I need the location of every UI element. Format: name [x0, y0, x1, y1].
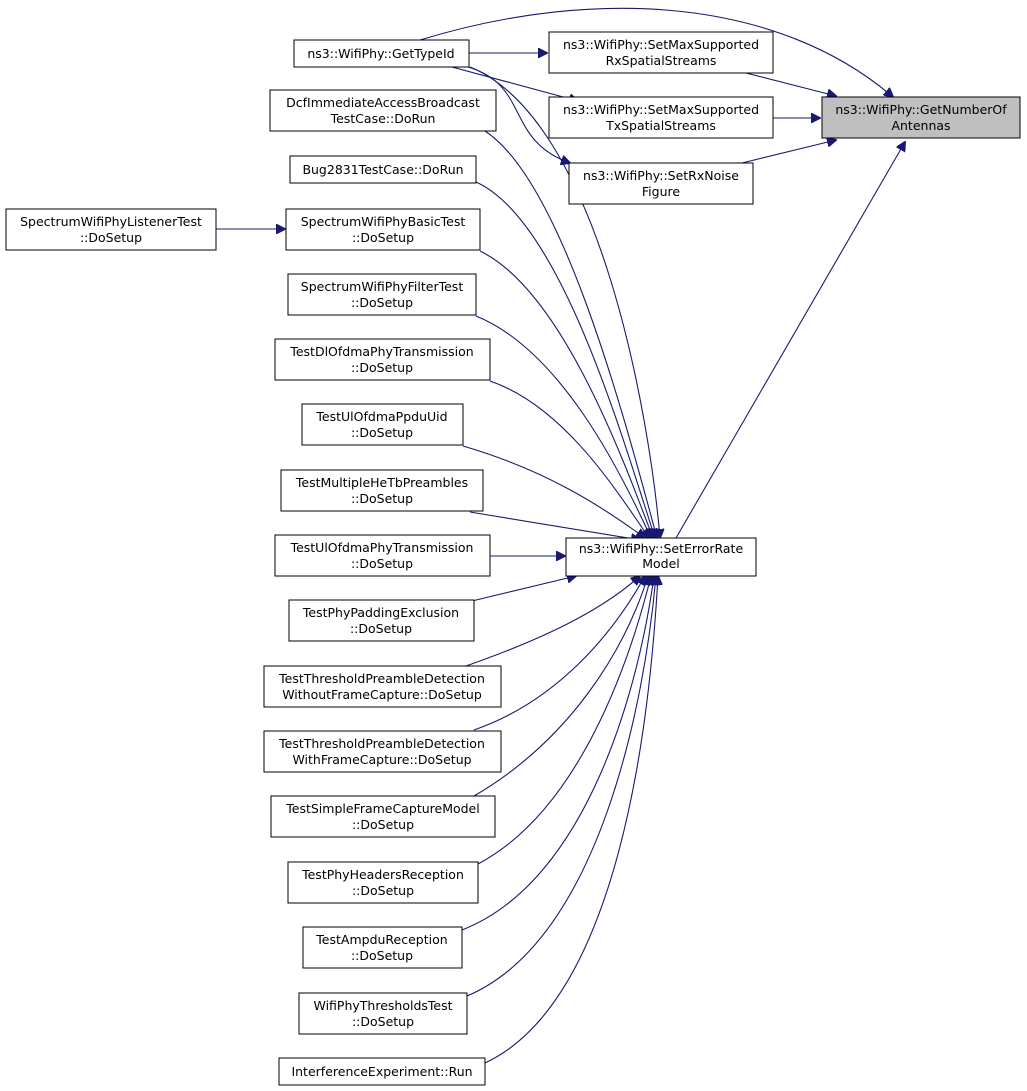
edge-spectrumbasic-seterrorrate — [479, 250, 653, 538]
node-label-line: WithoutFrameCapture::DoSetup — [282, 687, 482, 702]
node-label-line: ::DoSetup — [350, 621, 412, 636]
node-set-error-rate-model[interactable]: ns3::WifiPhy::SetErrorRate Model — [565, 537, 757, 577]
node-label-line: ::DoSetup — [351, 360, 413, 375]
node-label-line: ::DoSetup — [352, 817, 414, 832]
node-label-line: Figure — [642, 184, 680, 199]
node-spectrum-wifi-phy-listener-test[interactable]: SpectrumWifiPhyListenerTest ::DoSetup — [5, 208, 217, 251]
edge-testthreshwith-seterrorrate — [473, 576, 645, 731]
node-label-line: TestThresholdPreambleDetection — [278, 736, 485, 751]
node-label-line: ::DoSetup — [351, 948, 413, 963]
node-label-line: SpectrumWifiPhyBasicTest — [301, 214, 466, 229]
edge-gettypeid-getnumberofantennas — [419, 7, 893, 97]
node-label-line: TestMultipleHeTbPreambles — [295, 475, 468, 490]
edge-wifiphythresholds-seterrorrate — [466, 576, 656, 997]
node-label-line: ns3::WifiPhy::SetMaxSupported — [563, 37, 759, 52]
node-dcf-immediate-access-broadcast[interactable]: DcfImmediateAccessBroadcast TestCase::Do… — [269, 89, 497, 132]
node-spectrum-wifi-phy-basic-test[interactable]: SpectrumWifiPhyBasicTest ::DoSetup — [285, 208, 481, 251]
node-label-line: ns3::WifiPhy::SetMaxSupported — [563, 102, 759, 117]
node-test-threshold-preamble-with[interactable]: TestThresholdPreambleDetection WithFrame… — [263, 730, 502, 773]
node-label-line: WithFrameCapture::DoSetup — [292, 752, 471, 767]
node-test-ul-ofdma-ppdu-uid[interactable]: TestUlOfdmaPpduUid ::DoSetup — [301, 403, 464, 446]
edge-testphyheaders-seterrorrate — [477, 576, 651, 865]
node-label-line: ns3::WifiPhy::GetTypeId — [307, 46, 454, 61]
node-interference-experiment-run[interactable]: InterferenceExperiment::Run — [278, 1057, 486, 1086]
node-test-ampdu-reception[interactable]: TestAmpduReception ::DoSetup — [302, 926, 463, 969]
node-label-line: InterferenceExperiment::Run — [291, 1064, 472, 1079]
edge-testdlofdma-seterrorrate — [489, 380, 649, 538]
edge-spectrumfilter-seterrorrate — [475, 315, 651, 538]
node-test-phy-padding-exclusion[interactable]: TestPhyPaddingExclusion ::DoSetup — [288, 599, 475, 642]
node-label-line: ::DoSetup — [351, 556, 413, 571]
node-label-line: ns3::WifiPhy::SetErrorRate — [579, 541, 744, 556]
node-test-simple-frame-capture-model[interactable]: TestSimpleFrameCaptureModel ::DoSetup — [270, 795, 496, 838]
node-label-line: DcfImmediateAccessBroadcast — [286, 95, 480, 110]
node-test-ul-ofdma-phy-transmission[interactable]: TestUlOfdmaPhyTransmission ::DoSetup — [274, 534, 491, 577]
node-label-line: Model — [642, 556, 680, 571]
node-label-line: TestUlOfdmaPpduUid — [315, 409, 447, 424]
node-bug2831-test-case[interactable]: Bug2831TestCase::DoRun — [289, 155, 477, 184]
edge-dcfimmediate-seterrorrate — [484, 130, 657, 538]
node-label-line: TxSpatialStreams — [605, 118, 716, 133]
node-label-line: ::DoSetup — [351, 425, 413, 440]
node-get-number-of-antennas[interactable]: ns3::WifiPhy::GetNumberOf Antennas — [821, 96, 1021, 139]
edge-bug2831-seterrorrate — [475, 181, 655, 538]
edge-testphypadding-seterrorrate — [471, 576, 576, 602]
node-set-max-tx-spatial-streams[interactable]: ns3::WifiPhy::SetMaxSupported TxSpatialS… — [548, 96, 774, 139]
node-label-line: ::DoSetup — [352, 230, 414, 245]
node-label-line: ::DoSetup — [80, 230, 142, 245]
edges — [216, 7, 905, 1064]
node-label-line: WifiPhyThresholdsTest — [313, 998, 452, 1013]
node-label-line: SpectrumWifiPhyFilterTest — [301, 279, 464, 294]
node-label-line: ns3::WifiPhy::GetNumberOf — [835, 102, 1007, 117]
node-label-line: TestSimpleFrameCaptureModel — [285, 801, 479, 816]
node-label-line: ::DoSetup — [352, 1014, 414, 1029]
edge-gettypeid-seterrorrate — [469, 66, 660, 538]
edge-seterrorrate-getnumberofantennas — [675, 142, 905, 539]
node-label-line: TestCase::DoRun — [330, 111, 436, 126]
edge-testmultiplehetb-seterrorrate — [469, 511, 640, 540]
node-test-multiple-he-tb-preambles[interactable]: TestMultipleHeTbPreambles ::DoSetup — [280, 469, 484, 512]
edge-gettypeid-setmaxtx — [451, 66, 578, 101]
node-label-line: TestPhyPaddingExclusion — [302, 605, 459, 620]
nodes: ns3::WifiPhy::GetNumberOf Antennas ns3::… — [5, 31, 1021, 1086]
edge-testthreshwithout-seterrorrate — [465, 576, 640, 667]
node-test-phy-headers-reception[interactable]: TestPhyHeadersReception ::DoSetup — [287, 861, 479, 904]
node-label-line: ::DoSetup — [351, 491, 413, 506]
node-test-dl-ofdma-phy-transmission[interactable]: TestDlOfdmaPhyTransmission ::DoSetup — [274, 338, 491, 381]
node-label-line: ::DoSetup — [352, 883, 414, 898]
edge-testampdu-seterrorrate — [461, 576, 654, 931]
node-get-type-id[interactable]: ns3::WifiPhy::GetTypeId — [293, 39, 470, 68]
node-label-line: TestDlOfdmaPhyTransmission — [289, 344, 473, 359]
edge-setrxnoise-getnumberofantennas — [741, 140, 836, 164]
node-label-line: RxSpatialStreams — [606, 53, 717, 68]
node-label-line: ::DoSetup — [351, 295, 413, 310]
node-label-line: TestUlOfdmaPhyTransmission — [290, 540, 474, 555]
node-set-rx-noise-figure[interactable]: ns3::WifiPhy::SetRxNoise Figure — [568, 162, 754, 205]
node-label-line: TestThresholdPreambleDetection — [278, 671, 485, 686]
node-wifi-phy-thresholds-test[interactable]: WifiPhyThresholdsTest ::DoSetup — [298, 992, 468, 1035]
edge-setmaxrx-getnumberofantennas — [741, 71, 836, 96]
edge-testsimplecapture-seterrorrate — [473, 576, 648, 797]
node-label-line: TestPhyHeadersReception — [301, 867, 464, 882]
edge-interference-seterrorrate — [484, 576, 658, 1064]
node-label-line: Bug2831TestCase::DoRun — [302, 162, 463, 177]
node-test-threshold-preamble-without[interactable]: TestThresholdPreambleDetection WithoutFr… — [263, 665, 502, 708]
node-label-line: SpectrumWifiPhyListenerTest — [20, 214, 202, 229]
node-label-line: Antennas — [891, 118, 950, 133]
node-label-line: ns3::WifiPhy::SetRxNoise — [583, 168, 739, 183]
node-set-max-rx-spatial-streams[interactable]: ns3::WifiPhy::SetMaxSupported RxSpatialS… — [548, 31, 774, 74]
node-label-line: TestAmpduReception — [315, 932, 447, 947]
node-spectrum-wifi-phy-filter-test[interactable]: SpectrumWifiPhyFilterTest ::DoSetup — [287, 273, 477, 316]
edge-testulppduuid-seterrorrate — [462, 445, 645, 538]
